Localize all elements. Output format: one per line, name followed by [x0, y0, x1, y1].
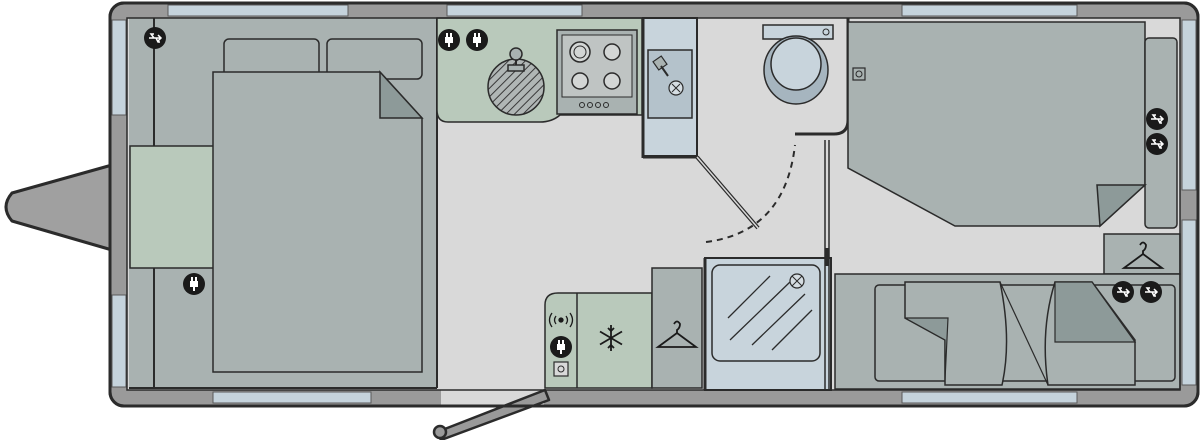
rear-lounge: [834, 21, 1181, 390]
hob-4-burner: [556, 29, 638, 115]
shower-cubicle: [703, 257, 832, 391]
window-lounge-top: [901, 4, 1078, 17]
plug-socket-icon: [438, 29, 460, 51]
window-front-top: [167, 4, 349, 17]
usb-icon: [144, 27, 166, 49]
door-swing: [705, 144, 796, 243]
lounge-fold: [1096, 184, 1147, 228]
lounge-cushion-left: [904, 281, 1008, 386]
window-front-left-top: [111, 19, 127, 116]
plug-socket-icon: [466, 29, 488, 51]
usb-icon: [1146, 133, 1168, 155]
tow-hitch: [4, 163, 114, 252]
window-rear-right-top: [1181, 19, 1197, 191]
plug-socket-icon: [183, 273, 205, 295]
usb-icon: [1146, 108, 1168, 130]
plug-socket-icon: [550, 336, 572, 358]
lounge-end-cabinet: [1144, 37, 1178, 229]
windows: [111, 4, 1197, 404]
window-kitchen-top: [446, 4, 583, 17]
tv-aerial-socket: [553, 361, 569, 377]
wifi-signal-icon: [548, 312, 574, 328]
entrance-door: [432, 388, 551, 440]
window-front-bottom: [212, 391, 372, 404]
bedroom: [129, 18, 438, 389]
bed-fold: [379, 70, 424, 119]
hanger-icon: [655, 320, 699, 348]
window-front-left-bottom: [111, 294, 127, 388]
toilet: [762, 24, 834, 105]
window-lounge-bottom: [901, 391, 1078, 404]
bedside-cabinet: [129, 145, 215, 269]
window-rear-right-bottom: [1181, 219, 1197, 386]
wardrobe: [651, 267, 703, 389]
washroom: [641, 17, 850, 391]
snowflake-icon: [599, 325, 623, 351]
usb-icon: [1140, 281, 1162, 303]
kitchen: [436, 17, 643, 123]
island-bed: [212, 71, 423, 373]
usb-icon: [1112, 281, 1134, 303]
hanger-icon: [1121, 241, 1165, 269]
entrance-units: [544, 267, 703, 389]
tap-icon: [652, 55, 669, 77]
